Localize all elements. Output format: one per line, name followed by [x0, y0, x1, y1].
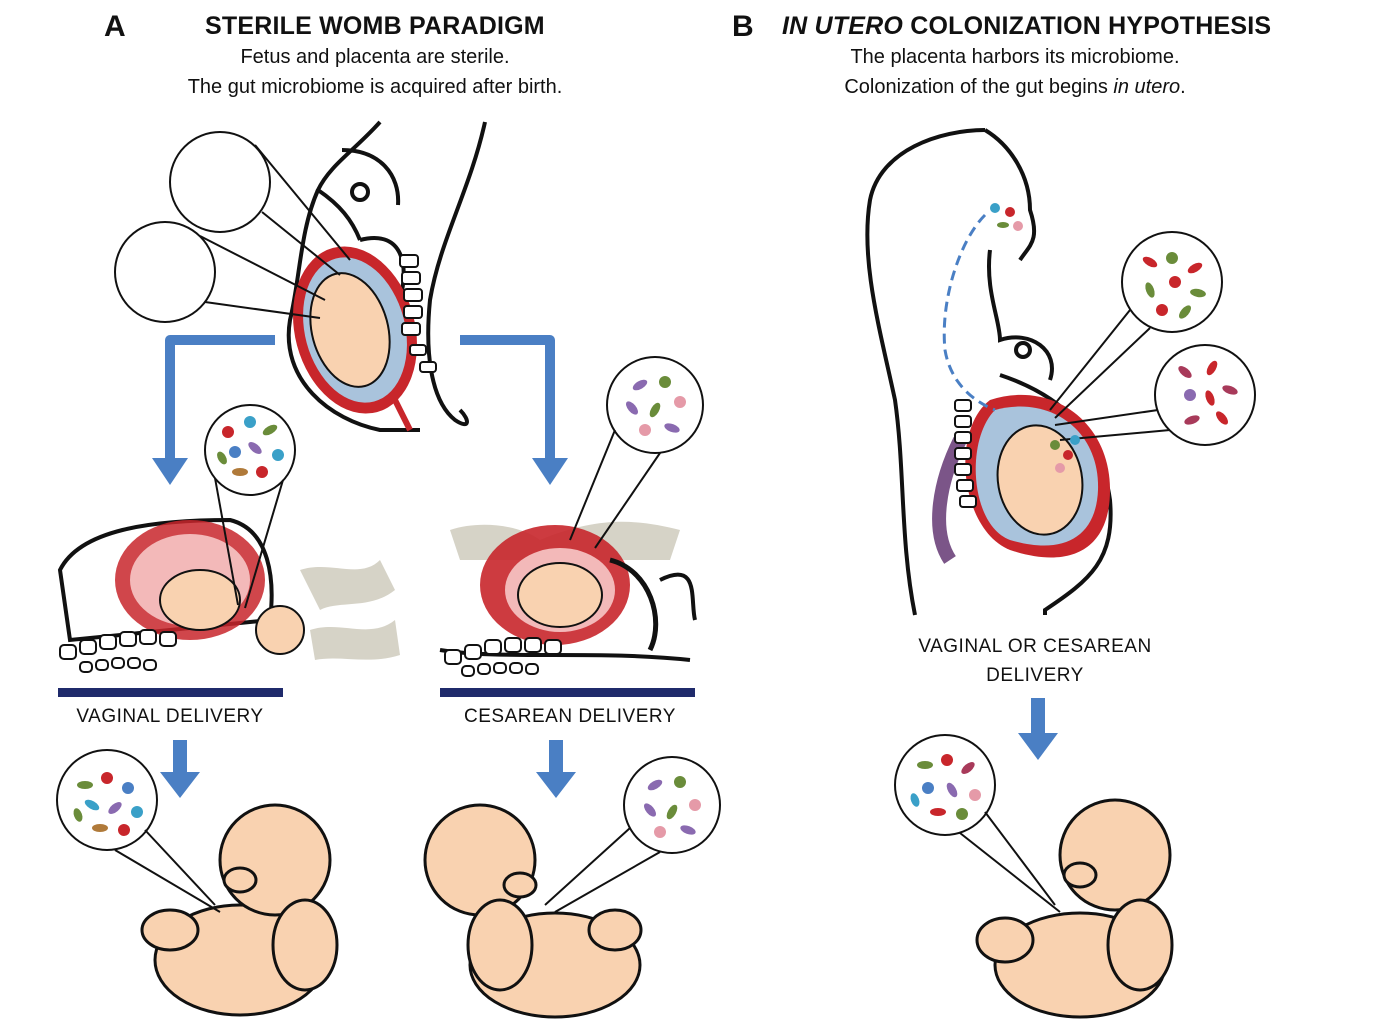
delivery-table-cesarean [440, 688, 695, 697]
sterile-circle-placenta [169, 131, 351, 276]
panel-b-subtitle-line1: The placenta harbors its microbiome. [850, 46, 1180, 68]
panel-a-letter: A [104, 10, 126, 43]
panel-b-title-rest: COLONIZATION HYPOTHESIS [903, 12, 1272, 40]
microbe-circle-fetal-gut-b [1054, 344, 1256, 446]
microbe-circle-cesarean-birth [569, 356, 704, 549]
microbe-circle-baby-b [894, 734, 1061, 913]
panel-a-subtitle-line1: Fetus and placenta are sterile. [240, 46, 510, 68]
fetal-gut-microbes [1050, 435, 1080, 473]
arrow-to-vaginal [165, 335, 275, 460]
panel-b-title-italic: IN UTERO [782, 12, 904, 40]
microbe-circle-cesarean-baby [544, 756, 721, 913]
down-arrow-b [1018, 698, 1058, 760]
panel-b-subtitle-line2: Colonization of the gut begins in utero. [770, 72, 1260, 102]
cesarean-delivery-label: CESAREAN DELIVERY [464, 706, 676, 727]
delivery-label-line2: DELIVERY [986, 665, 1084, 686]
baby-b [975, 798, 1174, 1019]
arrowhead-cesarean [532, 458, 568, 485]
oral-microbes [990, 203, 1023, 231]
oral-to-placenta-route [942, 213, 996, 412]
microbe-circle-vaginal-baby [56, 749, 221, 913]
pregnant-woman-a [286, 120, 487, 432]
baby-vaginal [140, 803, 339, 1017]
panel-a-subtitle-line2: The gut microbiome is acquired after bir… [187, 76, 563, 98]
spine-a [399, 254, 437, 373]
cesarean-delivery-scene [439, 521, 697, 697]
arrow-to-cesarean [460, 335, 555, 460]
panel-b-line2-post: . [1180, 76, 1186, 98]
panel-a-title: STERILE WOMB PARADIGM [205, 12, 545, 40]
vaginal-or-cesarean-label: VAGINAL OR CESAREAN DELIVERY [900, 632, 1170, 690]
microbe-circle-placenta-b [1049, 231, 1223, 419]
panel-b-line2-italic: in utero [1113, 76, 1181, 98]
vaginal-delivery-scene [57, 517, 400, 697]
panel-a-subtitle: Fetus and placenta are sterile. The gut … [140, 42, 610, 102]
spine-b [954, 399, 977, 508]
vertebrae-row [59, 629, 177, 673]
panel-b-title: IN UTERO COLONIZATION HYPOTHESIS [782, 12, 1271, 41]
microbe-circle-vaginal-birth [204, 404, 296, 609]
delivery-table-vaginal [58, 688, 283, 697]
delivery-label-line1: VAGINAL OR CESAREAN [918, 636, 1152, 657]
baby-cesarean [423, 803, 643, 1019]
panel-b-subtitle: The placenta harbors its microbiome. Col… [770, 42, 1260, 102]
vaginal-delivery-label: VAGINAL DELIVERY [76, 706, 264, 727]
uterus-a [293, 246, 417, 432]
sterile-circle-fetus [114, 221, 326, 323]
arrowhead-vaginal [152, 458, 188, 485]
pregnant-woman-b [865, 128, 1113, 616]
panel-b-letter: B [732, 10, 754, 43]
down-arrows-a [160, 740, 576, 798]
panel-b-line2-pre: Colonization of the gut begins [844, 76, 1114, 98]
